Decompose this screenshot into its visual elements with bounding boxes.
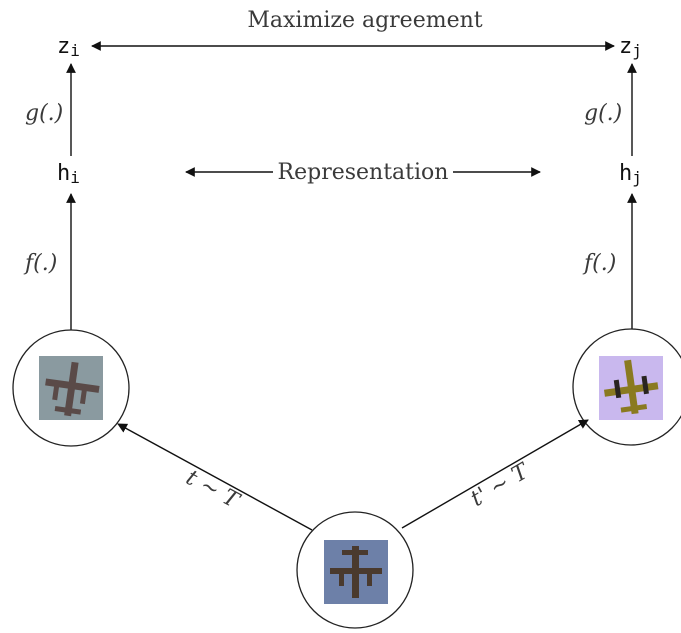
left-g-label: g(.) [25, 101, 63, 126]
maximize-agreement-label: Maximize agreement [247, 8, 482, 33]
h-j-label: hj [619, 161, 642, 187]
representation-label: Representation [278, 160, 449, 185]
original-image [324, 540, 388, 604]
right-g-label: g(.) [584, 101, 622, 126]
right-augmentation-label: t' ~ T [467, 458, 535, 512]
left-augmentation-label: t ~ T [182, 465, 245, 514]
left-f-label: f(.) [23, 251, 57, 276]
z-j-label: zj [619, 34, 642, 60]
left-view-image [39, 356, 103, 420]
h-i-label: hi [57, 161, 80, 187]
right-view-image [599, 356, 663, 420]
right-f-label: f(.) [582, 251, 616, 276]
z-i-label: zi [57, 34, 80, 60]
